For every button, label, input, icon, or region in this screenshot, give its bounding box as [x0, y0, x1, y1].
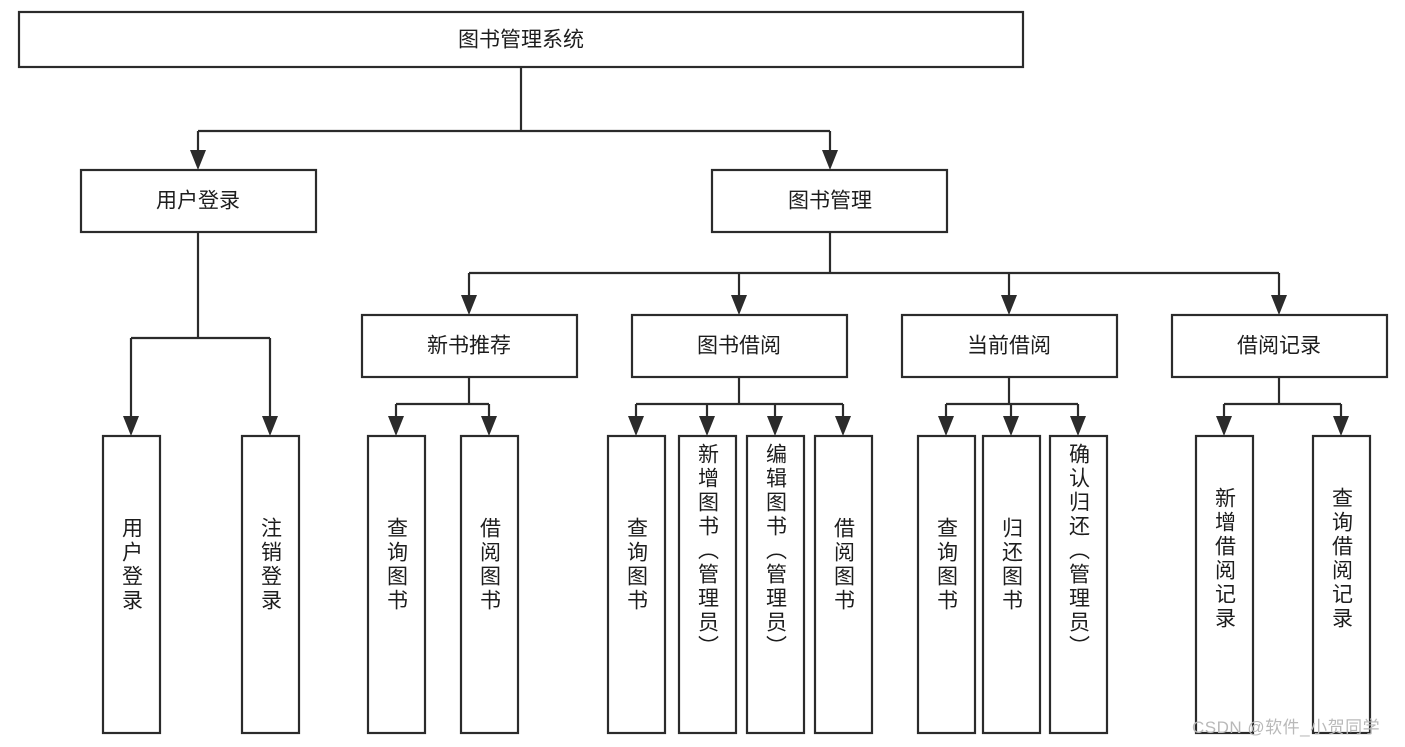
- arrow-head-icon: [1003, 416, 1019, 436]
- node-label-borrow-record: 借阅记录: [1237, 335, 1321, 358]
- leaf-label-return-book: 归还图书: [999, 517, 1023, 613]
- node-leaf-user-login[interactable]: [101, 434, 162, 735]
- node-leaf-borrow-book-2[interactable]: [813, 434, 874, 735]
- leaf-label-add-book: 新增图书（管理员）: [695, 443, 719, 659]
- arrow-head-icon: [699, 416, 715, 436]
- leaf-label-user-login: 用户登录: [119, 517, 143, 613]
- node-leaf-query-book-3[interactable]: [916, 434, 977, 735]
- node-leaf-edit-book[interactable]: [745, 434, 806, 735]
- node-new-book-recommend[interactable]: 新书推荐: [360, 313, 579, 379]
- node-leaf-query-book-1[interactable]: [366, 434, 427, 735]
- arrow-head-icon: [822, 150, 838, 170]
- watermark-text: CSDN @软件_小贺同学: [1192, 718, 1381, 737]
- arrow-head-icon: [1333, 416, 1349, 436]
- node-leaf-logout-login[interactable]: [240, 434, 301, 735]
- connector-borrow-record-to-leaves: [1216, 377, 1349, 436]
- node-label-new-book-recommend: 新书推荐: [427, 335, 511, 358]
- connector-root-to-level2: [190, 67, 838, 170]
- connector-book-management-to-level3: [461, 232, 1287, 315]
- arrow-head-icon: [1216, 416, 1232, 436]
- leaf-label-borrow-book-1: 借阅图书: [477, 517, 501, 613]
- node-book-borrow[interactable]: 图书借阅: [630, 313, 849, 379]
- node-leaf-add-book[interactable]: [677, 434, 738, 735]
- node-label-current-borrow: 当前借阅: [967, 335, 1051, 358]
- leaf-label-confirm-return: 确认归还（管理员）: [1066, 443, 1090, 659]
- arrow-head-icon: [835, 416, 851, 436]
- leaf-label-query-book-1: 查询图书: [384, 517, 408, 613]
- node-leaf-return-book[interactable]: [981, 434, 1042, 735]
- arrow-head-icon: [1001, 295, 1017, 315]
- leaf-label-query-record: 查询借阅记录: [1329, 487, 1353, 631]
- leaf-label-query-book-3: 查询图书: [934, 517, 958, 613]
- leaf-label-add-record: 新增借阅记录: [1212, 487, 1236, 631]
- arrow-head-icon: [1070, 416, 1086, 436]
- arrow-head-icon: [481, 416, 497, 436]
- arrow-head-icon: [628, 416, 644, 436]
- node-label-book-management: 图书管理: [788, 190, 872, 213]
- arrow-head-icon: [262, 416, 278, 436]
- node-leaf-query-record[interactable]: [1311, 434, 1372, 735]
- node-leaf-add-record[interactable]: [1194, 434, 1255, 735]
- node-current-borrow[interactable]: 当前借阅: [900, 313, 1119, 379]
- arrow-head-icon: [938, 416, 954, 436]
- node-leaf-confirm-return[interactable]: [1048, 434, 1109, 735]
- arrow-head-icon: [767, 416, 783, 436]
- connector-book-borrow-to-leaves: [628, 377, 851, 436]
- arrow-head-icon: [1271, 295, 1287, 315]
- arrow-head-icon: [461, 295, 477, 315]
- node-user-login[interactable]: 用户登录: [79, 168, 318, 234]
- connector-user-login-to-leaves: [123, 232, 278, 436]
- connector-new-book-recommend-to-leaves: [388, 377, 497, 436]
- node-book-management[interactable]: 图书管理: [710, 168, 949, 234]
- leaf-label-edit-book: 编辑图书（管理员）: [763, 443, 787, 659]
- leaf-label-logout-login: 注销登录: [258, 517, 282, 613]
- arrow-head-icon: [123, 416, 139, 436]
- arrow-head-icon: [731, 295, 747, 315]
- node-label-book-borrow: 图书借阅: [697, 335, 781, 358]
- arrow-head-icon: [190, 150, 206, 170]
- node-label-title: 图书管理系统: [458, 29, 584, 52]
- node-leaf-borrow-book-1[interactable]: [459, 434, 520, 735]
- node-borrow-record[interactable]: 借阅记录: [1170, 313, 1389, 379]
- connector-current-borrow-to-leaves: [938, 377, 1086, 436]
- node-leaf-query-book-2[interactable]: [606, 434, 667, 735]
- node-label-user-login: 用户登录: [156, 190, 240, 213]
- leaf-label-borrow-book-2: 借阅图书: [831, 517, 855, 613]
- leaf-label-query-book-2: 查询图书: [624, 517, 648, 613]
- node-title-book-management-system[interactable]: 图书管理系统: [17, 10, 1025, 69]
- arrow-head-icon: [388, 416, 404, 436]
